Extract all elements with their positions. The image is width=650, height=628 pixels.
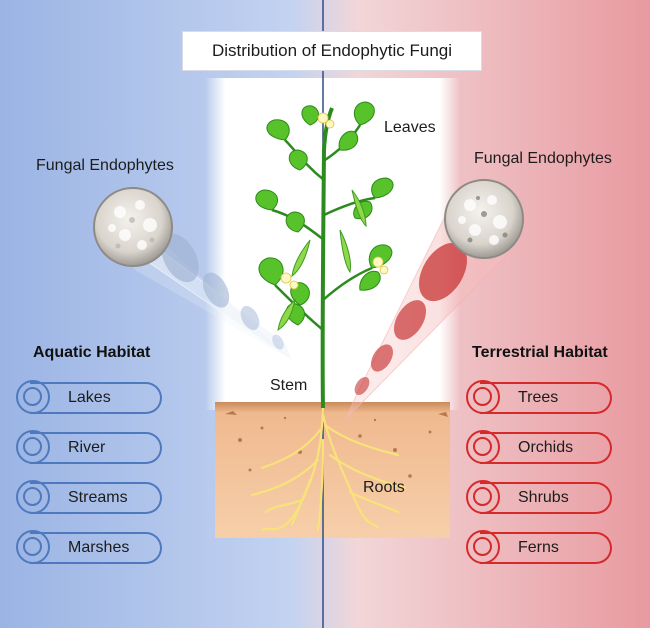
ring-icon (16, 380, 50, 414)
terrestrial-item-orchids: Orchids (466, 430, 614, 468)
aquatic-habitat-list: Lakes River Streams Marshes (16, 380, 164, 580)
aquatic-habitat-title: Aquatic Habitat (33, 344, 151, 361)
stem-label: Stem (270, 377, 308, 394)
fungal-culture-right (444, 179, 524, 259)
item-label: Marshes (68, 539, 130, 556)
item-label: Lakes (68, 389, 111, 406)
terrestrial-habitat-title: Terrestrial Habitat (472, 344, 608, 361)
leaves-label: Leaves (384, 119, 436, 136)
aquatic-item-marshes: Marshes (16, 530, 164, 568)
aquatic-item-river: River (16, 430, 164, 468)
ring-icon (16, 430, 50, 464)
item-frame (30, 482, 162, 514)
item-label: Ferns (518, 539, 559, 556)
diagram-title: Distribution of Endophytic Fungi (182, 31, 482, 71)
flowers (280, 112, 389, 290)
item-frame (480, 532, 612, 564)
ring-icon (16, 530, 50, 564)
ring-icon (466, 530, 500, 564)
item-frame (30, 432, 162, 464)
terrestrial-item-shrubs: Shrubs (466, 480, 614, 518)
item-label: Trees (518, 389, 559, 406)
item-frame (480, 432, 612, 464)
center-panel (205, 78, 460, 410)
item-frame (30, 532, 162, 564)
aquatic-item-lakes: Lakes (16, 380, 164, 418)
fungal-culture-left (93, 187, 173, 267)
ring-icon (466, 430, 500, 464)
fungal-endophytes-label-left: Fungal Endophytes (36, 157, 174, 174)
seed-pods (277, 189, 367, 332)
fungal-endophytes-label-right: Fungal Endophytes (474, 150, 612, 167)
item-frame (480, 482, 612, 514)
terrestrial-habitat-list: Trees Orchids Shrubs Ferns (466, 380, 614, 580)
roots-label: Roots (363, 479, 405, 496)
aquatic-item-streams: Streams (16, 480, 164, 518)
soil (215, 402, 450, 538)
ring-icon (466, 380, 500, 414)
item-frame (480, 382, 612, 414)
item-label: Streams (68, 489, 128, 506)
item-label: River (68, 439, 106, 456)
terrestrial-item-trees: Trees (466, 380, 614, 418)
item-frame (30, 382, 162, 414)
ring-icon (16, 480, 50, 514)
roots (250, 406, 407, 532)
terrestrial-item-ferns: Ferns (466, 530, 614, 568)
item-label: Orchids (518, 439, 574, 456)
item-label: Shrubs (518, 489, 569, 506)
ring-icon (466, 480, 500, 514)
